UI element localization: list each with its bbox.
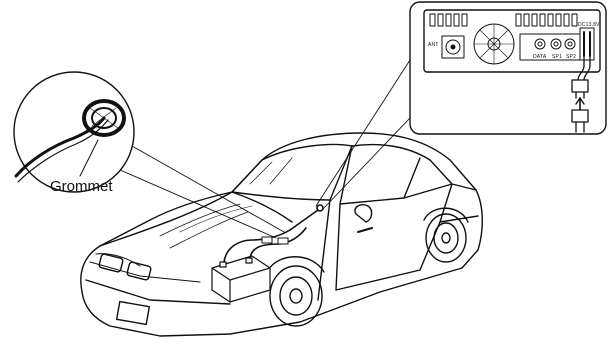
ant-label: ANT <box>428 42 439 48</box>
power-cable <box>224 205 323 262</box>
grommet-callout <box>14 72 284 238</box>
battery <box>212 256 270 302</box>
cooling-fan <box>474 24 514 64</box>
sp2-label: SP2 <box>566 54 576 60</box>
grommet-label: Grommet <box>50 178 113 195</box>
dc-power-socket <box>580 28 594 60</box>
data-label: DATA <box>533 54 547 60</box>
sp1-label: SP1 <box>552 54 562 60</box>
dc-label: DC13.8V <box>578 22 600 28</box>
radio-rear-panel-callout <box>316 2 606 210</box>
